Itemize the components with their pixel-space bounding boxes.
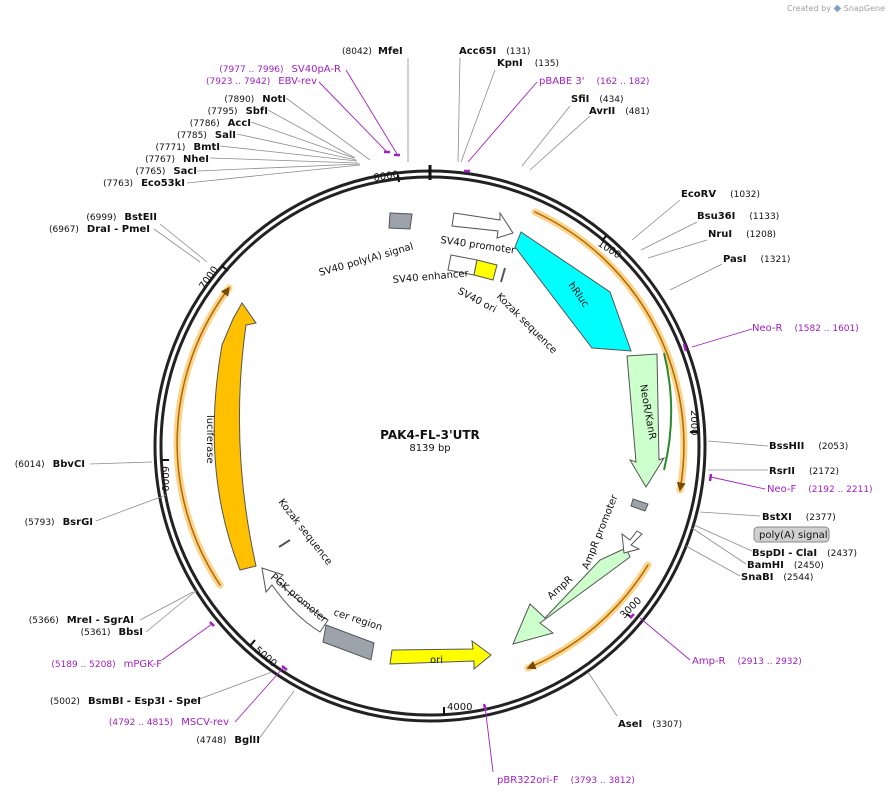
site-BsmBI-Esp3I-SpeI[interactable]: (5002)BsmBI - Esp3I - SpeI [50,696,201,707]
primer-pBR322ori-F[interactable]: pBR322ori-F(3793 .. 3812) [497,775,635,786]
primer-Amp-R[interactable]: Amp-R(2913 .. 2932) [692,656,802,667]
feature-Kozak-bottom[interactable] [278,539,291,548]
site-MreI-SgrAI[interactable]: (5366)MreI - SgrAI [29,615,134,626]
neo-orf-arc [663,352,673,471]
feature-label-luciferase: luciferase [204,415,215,464]
feature-label-polyA-signal: poly(A) signal [759,530,828,541]
feature-luciferase[interactable] [213,302,257,571]
tick-label-2000: 2000 [688,410,699,435]
tick-label-6000: 6000 [159,466,170,491]
site-RsrII[interactable]: RsrII(2172) [769,466,839,477]
feature-AmpR-promoter[interactable] [621,530,643,554]
feature-label-SV40-polyA: SV40 poly(A) signal [318,241,415,278]
feature-label-ori: ori [430,655,443,666]
feature-label-cer-region: cer region [332,607,384,633]
feature-label-Kozak-bottom: Kozak sequence [276,497,334,567]
tick-label-7000: 7000 [197,265,221,292]
primer-Neo-R[interactable]: Neo-R(1582 .. 1601) [752,323,859,334]
site-BglII[interactable]: (4748)BglII [196,735,260,746]
primer-MSCV-rev[interactable]: (4792 .. 4815)MSCV-rev [109,717,229,728]
primer-EBV-rev[interactable]: (7923 .. 7942)EBV-rev [206,76,317,87]
feature-SV40-polyA[interactable] [388,212,413,230]
feature-SV40-promoter[interactable] [451,211,514,239]
site-MfeI[interactable]: (8042)MfeI [342,46,403,57]
site-SacI[interactable]: (7765)SacI [135,166,197,177]
primer-pBABE-3[interactable]: pBABE 3'(162 .. 182) [539,76,649,87]
site-NruI[interactable]: NruI(1208) [708,229,776,240]
primer-marks [209,150,713,712]
site-BssHII[interactable]: BssHII(2053) [769,441,848,452]
feature-label-SV40-enhancer: SV40 enhancer [392,268,470,286]
snapgene-brand: Created by ◆ SnapGene [787,3,885,14]
site-BmtI[interactable]: (7771)BmtI [156,142,220,153]
feature-Kozak-top[interactable] [473,259,498,281]
feature-label-PGK-promoter: PGK promoter [268,572,329,626]
site-SalI[interactable]: (7785)SalI [177,130,236,141]
site-BstXI[interactable]: BstXI(2377) [762,512,836,523]
site-SbfI[interactable]: (7795)SbfI [208,106,268,117]
site-BbvCI[interactable]: (6014)BbvCI [15,459,85,470]
primer-leader-lines [161,69,766,773]
feature-hRluc[interactable] [514,231,632,352]
site-BbsI[interactable]: (5361)BbsI [81,627,143,638]
site-EcoRV[interactable]: EcoRV(1032) [681,189,760,200]
brand-prefix: Created by [786,4,831,13]
brand-name: SnapGene [843,4,885,13]
primer-Neo-F[interactable]: Neo-F(2192 .. 2211) [767,484,873,495]
site-SnaBI[interactable]: SnaBI(2544) [741,572,813,583]
feature-ori[interactable] [389,639,492,671]
tick-label-8000: 8000 [373,170,400,184]
feature-cer-region[interactable] [322,624,375,661]
snapgene-logo-icon: ◆ [833,3,842,14]
feature-polyA-signal-box[interactable] [753,526,830,543]
feature-PGK-promoter[interactable] [261,567,329,633]
site-Bsu36I[interactable]: Bsu36I(1133) [697,211,779,222]
orf-arcs [173,208,688,672]
site-AccI[interactable]: (7786)AccI [190,118,251,129]
primer-labels: (7977 .. 7996)SV40pA-R (7923 .. 7942)EBV… [51,64,872,786]
feature-label-SV40-promoter: SV40 promoter [440,235,517,257]
site-Eco53kI[interactable]: (7763)Eco53kI [103,178,185,189]
primer-SV40pA-R[interactable]: (7977 .. 7996)SV40pA-R [219,64,341,75]
tick-label-4000: 4000 [447,702,472,713]
site-NotI[interactable]: (7890)NotI [224,94,286,105]
feature-label-SV40-ori: SV40 ori [456,286,498,315]
site-NheI[interactable]: (7767)NheI [145,154,209,165]
tick-marks [162,174,697,715]
feature-AmpR[interactable] [512,547,631,645]
site-labels: (8042)MfeI Acc65I(131) KpnI(135) SfiI(43… [15,46,857,746]
feature-NeoR-KanR[interactable] [626,353,666,488]
site-AseI[interactable]: AseI(3307) [618,719,682,730]
site-BamHI[interactable]: BamHI(2450) [747,560,824,571]
feature-SV40-ori[interactable] [500,267,506,283]
feature-polyA-signal-mark[interactable] [630,498,649,512]
plasmid-name: PAK4-FL-3'UTR [380,428,480,442]
feature-label-Kozak-top: Kozak sequence [494,291,559,356]
site-AvrII[interactable]: AvrII(481) [589,106,649,117]
site-leader-lines [89,57,769,741]
site-BsrGI[interactable]: (5793)BsrGI [25,517,93,528]
site-KpnI[interactable]: KpnI(135) [497,58,559,69]
site-BstEII[interactable]: (6999)BstEII [86,212,157,223]
primer-mPGK-F[interactable]: (5189 .. 5208)mPGK-F [51,659,162,670]
site-DraI-PmeI[interactable]: (6967)DraI - PmeI [49,224,150,235]
site-Acc65I[interactable]: Acc65I(131) [459,46,530,57]
site-BspDI-ClaI[interactable]: BspDI - ClaI(2437) [752,548,857,559]
plasmid-size: 8139 bp [409,443,450,454]
site-PasI[interactable]: PasI(1321) [723,254,790,265]
site-SfiI[interactable]: SfiI(434) [571,94,624,105]
